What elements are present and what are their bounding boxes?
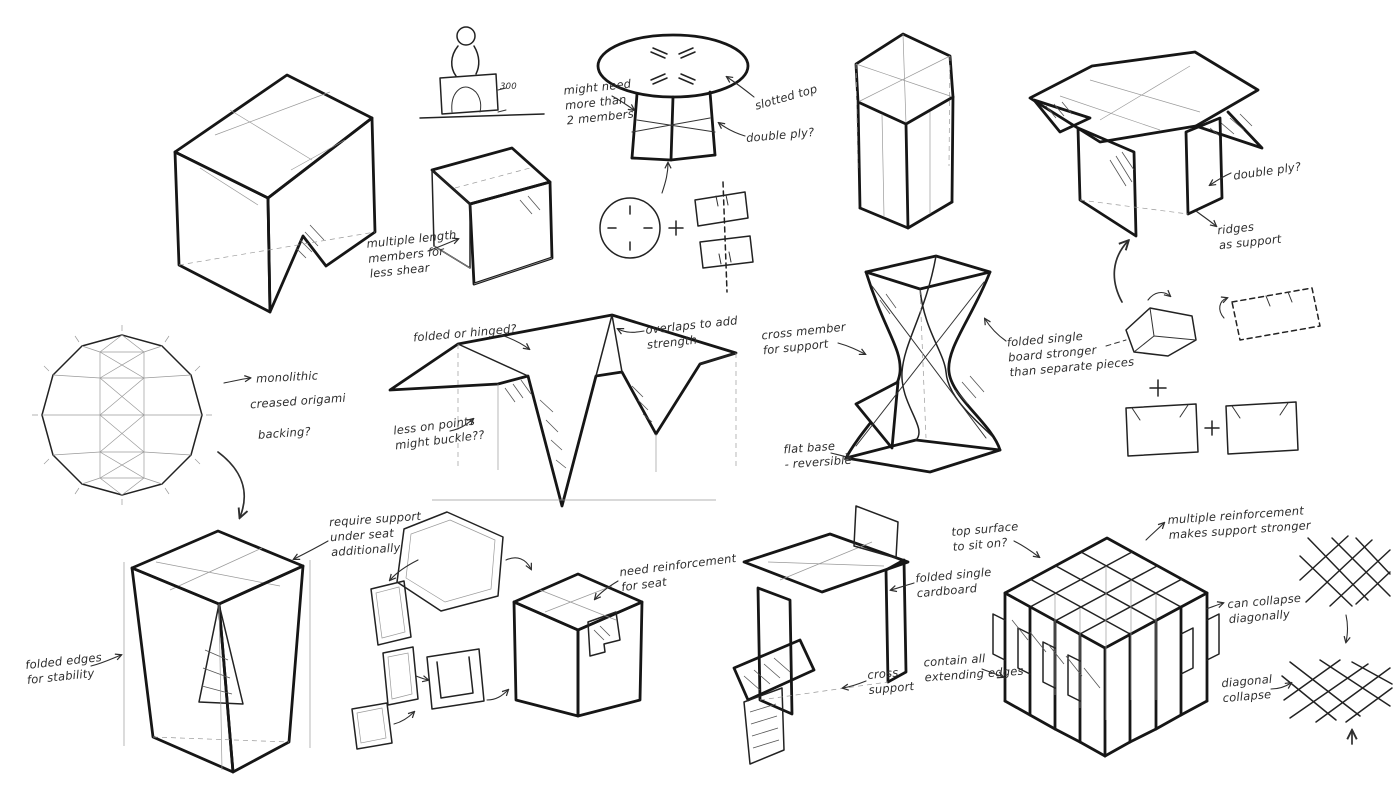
sketch-lattice-grid [992,536,1220,758]
sketch-tapered-box [123,529,311,774]
annotation-arrows [90,77,1291,689]
annotation-line: 300 [500,82,517,92]
sketch-zigzag-table [388,313,738,508]
sketch-hex-prism [854,32,955,230]
diagram-hexagon-pieces [351,511,531,750]
sketch-cutcorner-box [512,572,644,718]
sketch-twist-stool [844,254,1002,474]
annotation-more-members: might need more than 2 members [563,77,635,129]
diagram-collapse-grids [1281,535,1393,745]
sketch-round-table [596,33,750,162]
annotation-multiple-length-members: multiple length members for less shear [366,227,460,281]
sketch-desk-fold [430,146,554,286]
annotation-diagonal-collapse: diagonal collapse [1221,672,1274,706]
annotation-require-support: require support under seat additionally [329,509,424,560]
annotation-top-surface: top surface to sit on? [951,519,1021,555]
sketch-origami-circle [32,325,212,505]
annotation-cross-support: cross support [867,664,915,698]
annotation-flat-base-reversible: flat base - reversible [783,438,852,473]
sketch-folded-cube [173,73,377,314]
annotation-scale-dimension: 300 [500,82,517,93]
sketch-person-scale [419,26,545,119]
annotation-collapse-diagonally: can collapse diagonally [1227,591,1303,627]
diagram-fold-pieces [1105,287,1321,457]
diagram-circle-and-panels [599,181,754,293]
sketch-cross-support-table [732,505,910,765]
sketch-winged-table [1028,50,1264,238]
